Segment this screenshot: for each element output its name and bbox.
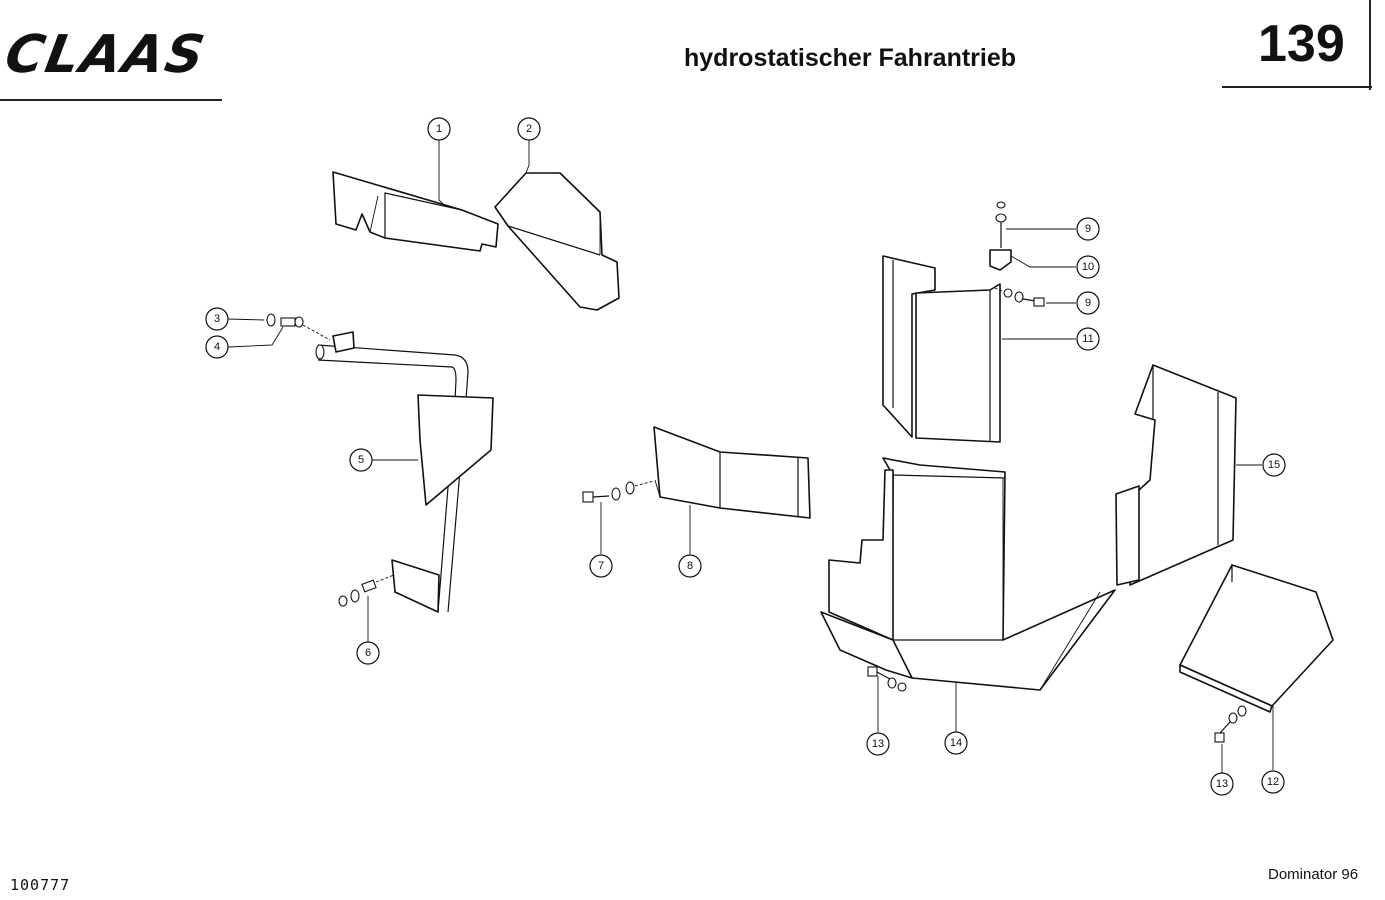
hardware-6 — [338, 574, 395, 607]
page-number: 139 — [1258, 15, 1345, 73]
part-12-tray — [1179, 564, 1334, 713]
part-11-channel — [882, 255, 1001, 443]
callout-8: 8 — [678, 554, 702, 578]
part-2-cover — [494, 172, 620, 311]
callout-13-right: 13 — [1210, 772, 1234, 796]
callout-1: 1 — [427, 117, 451, 141]
part-15-side-shield — [1115, 364, 1237, 586]
svg-text:4: 4 — [214, 341, 220, 353]
callout-9-side: 9 — [1076, 291, 1100, 315]
document-code: 100777 — [10, 876, 71, 894]
svg-text:6: 6 — [365, 647, 371, 659]
page-number-underline — [1222, 86, 1372, 88]
svg-text:14: 14 — [950, 737, 962, 749]
svg-text:1: 1 — [436, 123, 442, 135]
callout-12: 12 — [1261, 770, 1285, 794]
svg-text:13: 13 — [872, 738, 884, 750]
logo-underline — [0, 99, 222, 101]
svg-text:13: 13 — [1216, 778, 1228, 790]
part-1-bracket — [332, 171, 499, 252]
callout-9-top: 9 — [1076, 217, 1100, 241]
machine-model: Dominator 96 — [1268, 866, 1359, 883]
callout-10: 10 — [1076, 255, 1100, 279]
part-14-housing — [820, 457, 1116, 691]
svg-text:11: 11 — [1082, 333, 1093, 345]
page-border-right — [1369, 0, 1371, 90]
svg-text:15: 15 — [1268, 459, 1280, 471]
part-5-guide-tube — [315, 331, 494, 613]
part-8-plate — [653, 426, 811, 519]
callout-4: 4 — [205, 335, 229, 359]
svg-text:9: 9 — [1085, 297, 1091, 309]
callout-13-left: 13 — [866, 732, 890, 756]
svg-text:12: 12 — [1267, 776, 1279, 788]
callout-6: 6 — [356, 641, 380, 665]
callout-3: 3 — [205, 307, 229, 331]
svg-text:5: 5 — [358, 454, 364, 466]
hardware-13-left — [867, 666, 907, 692]
callout-14: 14 — [944, 731, 968, 755]
svg-text:10: 10 — [1082, 261, 1094, 273]
hardware-7 — [582, 480, 655, 503]
svg-text:2: 2 — [526, 123, 532, 135]
page-title: hydrostatischer Fahrantrieb — [684, 44, 1017, 72]
svg-text:8: 8 — [687, 560, 693, 572]
callout-2: 2 — [517, 117, 541, 141]
hardware-13-right — [1214, 705, 1247, 743]
hardware-3-4 — [266, 313, 331, 341]
callout-15: 15 — [1262, 453, 1286, 477]
callout-5: 5 — [349, 448, 373, 472]
hardware-9-10 — [989, 201, 1045, 307]
callout-7: 7 — [589, 554, 613, 578]
callout-11: 11 — [1076, 327, 1100, 351]
svg-text:3: 3 — [214, 313, 220, 325]
svg-text:9: 9 — [1085, 223, 1091, 235]
svg-text:7: 7 — [598, 560, 604, 572]
leader-lines — [227, 140, 1274, 773]
